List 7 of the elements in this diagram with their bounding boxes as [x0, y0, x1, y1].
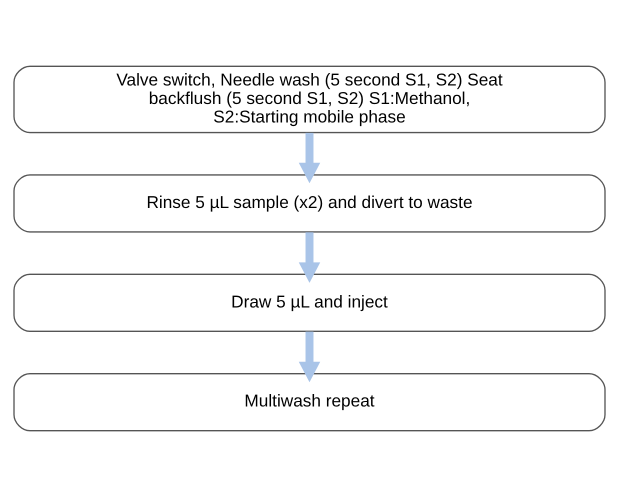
node-box: Valve switch, Needle wash (5 second S1, S2) Seat backflush (5 second S1, S2) S1:Methanol, S2:Starting mobile phase — [13, 66, 606, 134]
arrow — [298, 132, 320, 184]
arrow — [298, 232, 320, 283]
node-box: Rinse 5 µL sample (x2) and divert to waste — [13, 174, 606, 233]
node-box: Draw 5 µL and inject — [13, 274, 606, 332]
node-box: Multiwash repeat — [13, 373, 606, 432]
arrow — [298, 332, 320, 382]
